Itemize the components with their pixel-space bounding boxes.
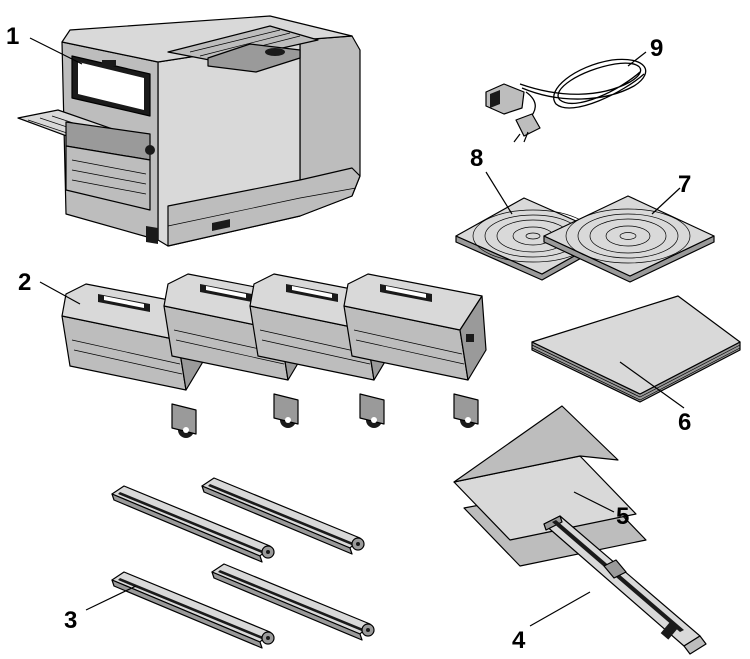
power-cord-illustration [485,58,647,143]
callout-line-5 [573,491,615,513]
publications-cd-illustration [543,195,715,283]
callout-line-9 [627,51,647,67]
callout-6: 6 [678,409,691,436]
callout-4: 4 [512,627,526,654]
waste-toner-bottle-illustration [543,515,707,655]
setup-guide-illustration [531,295,741,403]
printer-illustration [17,15,361,247]
print-cartridge-1 [61,283,205,438]
callout-line-7 [651,187,681,215]
callout-9: 9 [650,35,663,62]
setup-sheets-illustration [453,405,647,567]
callout-1: 1 [6,23,19,50]
callout-line-4 [529,591,591,627]
callout-2: 2 [18,269,31,296]
callout-3: 3 [64,607,77,634]
photodeveloper-cartridge-4 [211,563,375,641]
photodeveloper-cartridge-1 [111,485,275,563]
callout-line-6 [619,361,685,409]
photodeveloper-cartridge-3 [111,571,275,649]
callout-7: 7 [678,171,691,198]
callout-5: 5 [616,503,629,530]
callout-line-3 [85,585,137,611]
print-cartridge-4 [343,273,487,428]
callout-8: 8 [470,145,483,172]
callout-line-8 [485,171,513,215]
photodeveloper-cartridge-2 [201,477,365,555]
callout-line-1 [29,37,83,65]
callout-line-2 [39,281,81,305]
